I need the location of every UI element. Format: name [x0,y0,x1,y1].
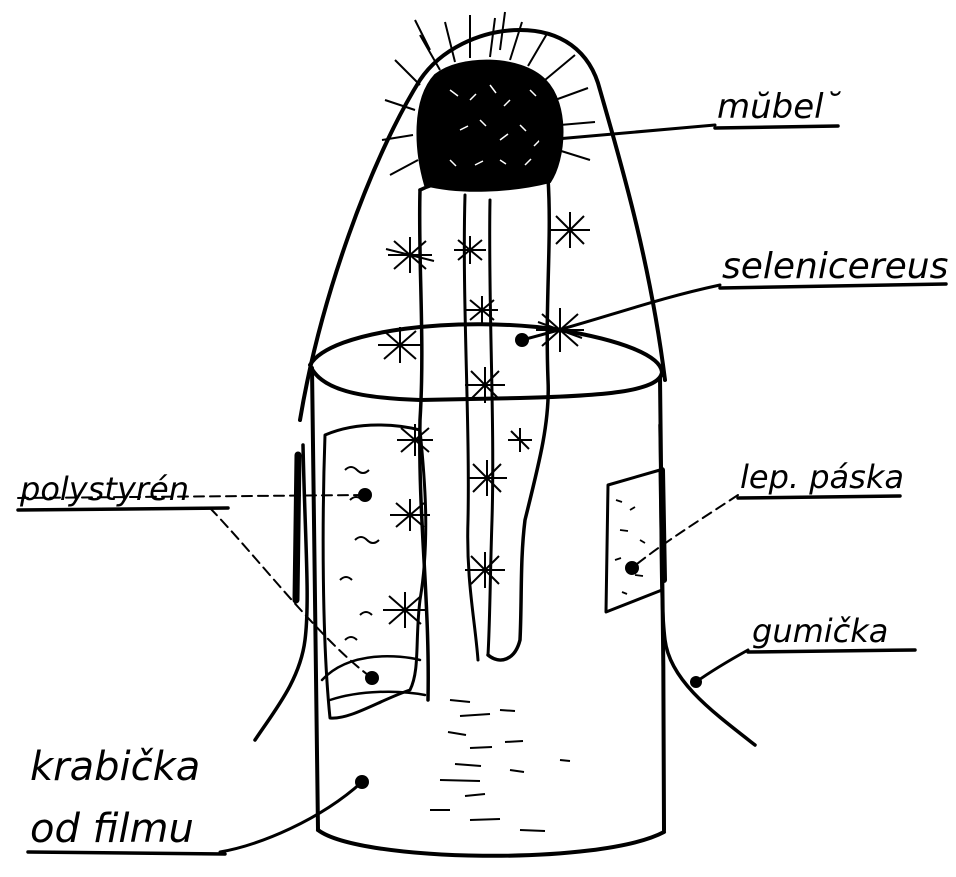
film-canister [296,324,664,856]
tape-piece [606,470,662,612]
label-polystyren: polystyrén [19,470,189,508]
label-krabicka-line2: od filmu [30,806,194,852]
label-selenicereus: selenicereus [722,246,948,287]
canister-texture [430,700,570,831]
labels: mŭbel˘ selenicereus polystyrén lep. pásk… [19,87,948,852]
label-mubel: mŭbel˘ [717,87,842,127]
label-krabicka-line1: krabička [30,744,200,790]
label-gumicka: gumička [752,612,888,650]
label-lepaska: lep. páska [740,458,904,496]
selenicereus-stem [378,174,590,700]
spine-clusters [378,212,590,628]
